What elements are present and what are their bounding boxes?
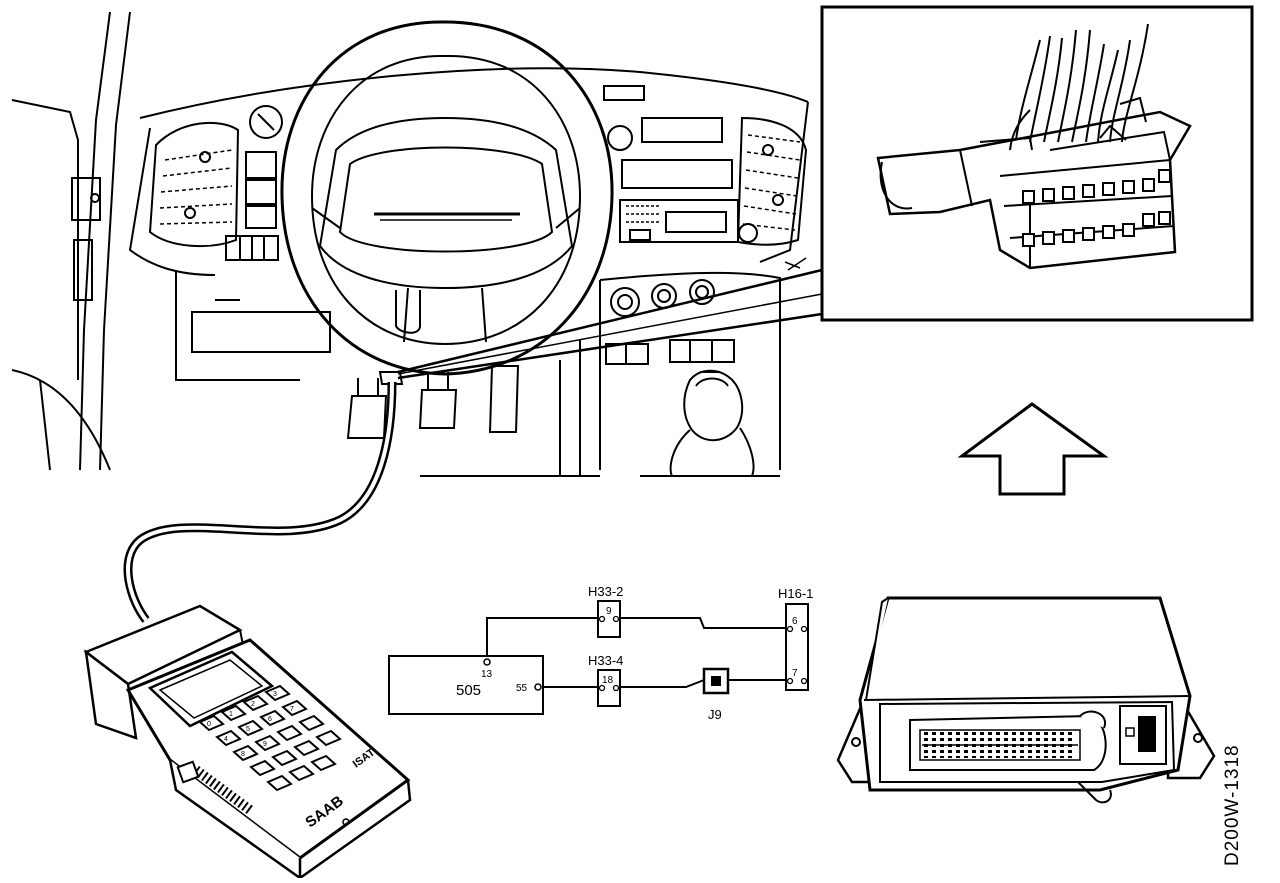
tester-key xyxy=(242,694,269,712)
control-unit-box xyxy=(388,655,544,715)
up-arrow-icon xyxy=(957,402,1109,496)
tester-key-label: 3 xyxy=(273,691,277,698)
tester-key xyxy=(264,684,291,702)
tester-key xyxy=(288,764,315,782)
tester-key-label: 4 xyxy=(224,736,228,743)
tester-key xyxy=(293,739,320,757)
callout-lines xyxy=(397,268,823,380)
control-unit-pin-55: 55 xyxy=(516,683,528,694)
connector-h33-2 xyxy=(597,600,621,638)
wiring-schematic: 505 13 55 H33-2 9 H33-4 18 J9 H16-1 6 7 xyxy=(388,584,813,722)
control-unit-label: 505 xyxy=(456,682,481,699)
tester-key xyxy=(271,749,298,767)
tester-key xyxy=(254,734,281,752)
tester-key-label: 0 xyxy=(207,721,211,728)
tester-key xyxy=(237,719,264,737)
tester-key xyxy=(276,724,303,742)
tester-key xyxy=(281,699,308,717)
junction-j9-label: J9 xyxy=(708,707,722,722)
tester-key-label: 8 xyxy=(241,751,245,758)
tester-key xyxy=(249,759,276,777)
tester-key-label: 1 xyxy=(229,711,233,718)
connector-h16-1-pin-6: 6 xyxy=(792,616,798,627)
tester-key-label: 5 xyxy=(246,726,250,733)
document-code: D200W-1318 xyxy=(1222,744,1243,866)
gear-shifter xyxy=(640,369,780,477)
tester-key xyxy=(266,774,293,792)
connector-h33-2-pin: 9 xyxy=(606,606,612,617)
control-module xyxy=(836,596,1216,804)
connector-h33-4-label: H33-4 xyxy=(588,653,623,668)
connector-inset xyxy=(820,5,1254,322)
connector-h33-2-label: H33-2 xyxy=(588,584,623,599)
tester-key xyxy=(259,709,286,727)
connector-h16-1 xyxy=(785,603,809,691)
tester-key-label: 2 xyxy=(251,701,255,708)
radio-unit xyxy=(619,199,739,243)
right-air-vent xyxy=(736,116,808,246)
connector-h33-4-pin: 18 xyxy=(602,675,614,686)
tester-key xyxy=(232,744,259,762)
left-air-vent xyxy=(148,121,240,248)
control-unit-pin-13: 13 xyxy=(481,669,493,680)
tester-key xyxy=(215,729,242,747)
tester-key-label: 7 xyxy=(290,706,294,713)
dashboard-drawing xyxy=(11,11,809,477)
tester-key-label: 9 xyxy=(263,741,267,748)
climate-controls xyxy=(605,279,735,365)
connector-h33-4 xyxy=(597,669,621,707)
tester-key xyxy=(298,714,325,732)
connector-h16-1-pin-7: 7 xyxy=(792,668,798,679)
tester-key xyxy=(310,754,337,772)
tester-key-label: 6 xyxy=(268,716,272,723)
pedals xyxy=(346,365,520,439)
tester-key xyxy=(220,704,247,722)
tester-keypad: 0 1 2 3 4 5 6 7 8 9 xyxy=(198,684,342,792)
tester-key xyxy=(198,714,225,732)
connector-h16-1-label: H16-1 xyxy=(778,586,813,601)
tester-key xyxy=(315,729,342,747)
diagnostic-cable xyxy=(123,381,397,623)
steering-wheel xyxy=(280,20,614,376)
